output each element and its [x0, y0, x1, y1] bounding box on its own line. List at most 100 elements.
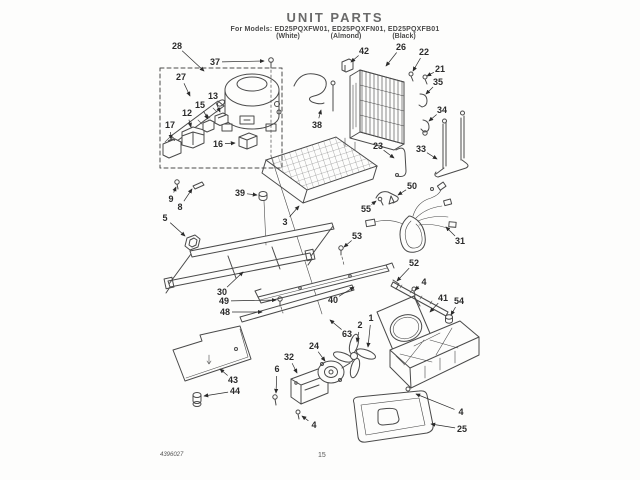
- callout-9: 9: [168, 194, 173, 204]
- callout-35: 35: [433, 77, 443, 87]
- unit-divider-drawing: [389, 320, 480, 389]
- callout-leader-53: [343, 240, 352, 248]
- callout-leader-16: [224, 141, 236, 146]
- color-label-almond: (Almond): [330, 33, 362, 40]
- callout-55: 55: [361, 204, 371, 214]
- callout-48: 48: [220, 307, 230, 317]
- clip-52-drawing: [392, 279, 400, 290]
- callout-6: 6: [274, 364, 279, 374]
- callout-38: 38: [312, 120, 322, 130]
- callout-leader-24: [317, 351, 326, 362]
- callout-4: 4: [311, 420, 316, 430]
- callout-leader-39: [246, 192, 258, 197]
- callout-leader-4: [415, 393, 455, 410]
- header: UNIT PARTS For Models: ED25PQXFW01, ED25…: [0, 0, 640, 33]
- callout-leader-50: [397, 189, 407, 196]
- page-number: 15: [318, 452, 326, 459]
- callout-44: 44: [230, 386, 240, 396]
- clip-35-drawing: [418, 93, 428, 108]
- callout-28: 28: [172, 41, 182, 51]
- callout-leader-4: [301, 415, 309, 422]
- callout-43: 43: [228, 375, 238, 385]
- callout-34: 34: [437, 105, 447, 115]
- callout-leader-3: [289, 205, 300, 217]
- models-line: For Models: ED25PQXFW01, ED25PQXFN01, ED…: [230, 26, 440, 33]
- hook-tube-drawing: [395, 147, 407, 177]
- callout-50: 50: [407, 181, 417, 191]
- callout-leader-25: [430, 422, 456, 429]
- callout-leader-26: [385, 52, 397, 67]
- callout-leader-22: [412, 57, 421, 72]
- callout-40: 40: [328, 295, 338, 305]
- spacer-8-drawing: [192, 181, 205, 190]
- callout-37: 37: [210, 57, 220, 67]
- callout-3: 3: [282, 217, 287, 227]
- callout-22: 22: [419, 47, 429, 57]
- callout-33: 33: [416, 144, 426, 154]
- callout-42: 42: [359, 46, 369, 56]
- tube-clamp-drawing: [375, 191, 399, 206]
- support-rail-drawing: [254, 262, 395, 304]
- screw-53-drawing: [338, 245, 345, 266]
- drier-bracket-drawing: [434, 110, 469, 178]
- callout-53: 53: [352, 231, 362, 241]
- callout-63: 63: [342, 329, 352, 339]
- callout-leader-31: [445, 226, 456, 237]
- clamp-5-drawing: [184, 234, 201, 251]
- condenser-bracket-drawing: [390, 281, 449, 317]
- screw-22-drawing: [408, 71, 414, 82]
- callout-leader-44: [203, 391, 229, 398]
- cover-plate-drawing: [172, 325, 252, 382]
- fan-blade-drawing: [333, 333, 376, 379]
- grommet-44-drawing: [192, 392, 202, 407]
- screw-21-drawing: [422, 74, 428, 85]
- callout-32: 32: [284, 352, 294, 362]
- grommet-54-drawing: [445, 314, 453, 324]
- callout-leader-30: [226, 271, 244, 288]
- wiring-harness-drawing: [365, 181, 457, 253]
- callout-leader-38: [317, 109, 322, 119]
- suction-tube-drawing: [293, 73, 336, 112]
- callout-52: 52: [409, 258, 419, 268]
- callout-leader-2: [355, 331, 360, 343]
- grommet-39-drawing: [258, 191, 268, 246]
- callout-49: 49: [219, 296, 229, 306]
- callout-leader-8: [183, 188, 193, 202]
- callout-leader-41: [429, 302, 439, 313]
- callout-31: 31: [455, 236, 465, 246]
- callout-leader-33: [426, 152, 438, 160]
- callout-2: 2: [357, 320, 362, 330]
- color-label-white: (White): [276, 33, 300, 40]
- compressor-kit-box: [159, 67, 283, 169]
- callout-leader-6: [274, 375, 279, 394]
- callout-leader-52: [396, 267, 410, 282]
- page-title: UNIT PARTS: [286, 10, 384, 25]
- callout-5: 5: [162, 213, 167, 223]
- callout-39: 39: [235, 188, 245, 198]
- callout-leader-13: [215, 102, 221, 113]
- callout-leader-5: [169, 222, 186, 237]
- callout-leader-35: [425, 86, 434, 95]
- callout-leader-21: [426, 72, 435, 77]
- clip-42-drawing: [341, 58, 354, 73]
- callout-17: 17: [165, 120, 175, 130]
- callout-23: 23: [373, 141, 383, 151]
- callout-leader-42: [350, 55, 359, 63]
- callout-leader-17: [168, 131, 173, 140]
- callout-15: 15: [195, 100, 205, 110]
- callout-1: 1: [368, 313, 373, 323]
- callout-8: 8: [177, 202, 182, 212]
- callout-21: 21: [435, 64, 445, 74]
- callout-leader-63: [329, 319, 342, 330]
- callout-54: 54: [454, 296, 464, 306]
- doc-code: 4396027: [160, 452, 184, 458]
- screw-6-drawing: [272, 394, 278, 406]
- evaporator-drawing: [261, 136, 379, 204]
- callout-41: 41: [438, 293, 448, 303]
- callout-25: 25: [457, 424, 467, 434]
- callout-leader-12: [187, 119, 192, 128]
- callout-leader-37: [221, 58, 265, 64]
- fan-motor-drawing: [317, 360, 351, 384]
